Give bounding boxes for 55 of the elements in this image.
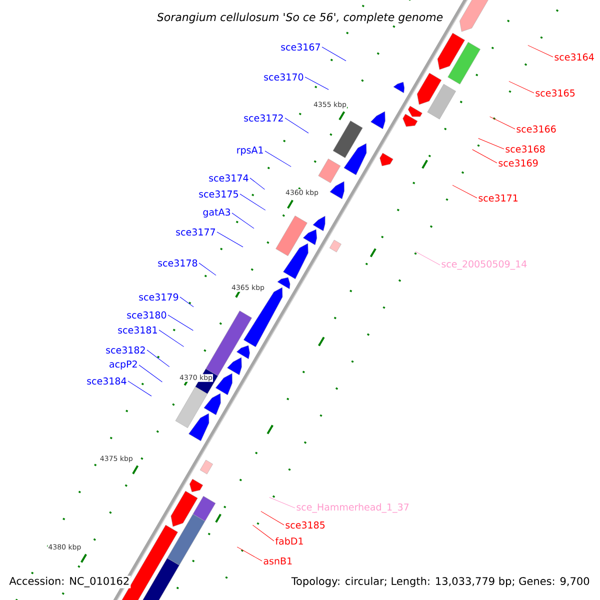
gene-label: sce3179	[139, 293, 178, 301]
leader-line	[508, 81, 534, 94]
gene-label: sce3184	[87, 377, 126, 385]
gene-label: sce3167	[281, 43, 320, 51]
gene-label: sce3185	[286, 521, 325, 529]
gene-label: sce3166	[516, 125, 556, 133]
leader-line	[478, 138, 504, 150]
leader-line	[138, 364, 162, 382]
gene-label: sce3164	[554, 53, 594, 61]
summary-label: Topology: circular; Length: 13,033,779 bp; Genes: 9,700	[290, 576, 591, 588]
leader-line	[216, 232, 244, 248]
leader-line	[452, 184, 478, 198]
leader-line	[236, 546, 262, 562]
leader-line	[415, 251, 440, 266]
leader-line	[146, 350, 170, 368]
gene-label: sce3177	[176, 228, 215, 236]
gene-label: sce3165	[536, 89, 575, 97]
leader-line	[304, 76, 329, 90]
leader-line	[158, 330, 184, 347]
leader-line	[180, 296, 194, 308]
gene-label: sce3174	[209, 174, 248, 182]
gene-label: sce3175	[199, 190, 238, 198]
gene-label: sce3168	[506, 145, 545, 153]
leader-line	[269, 497, 296, 508]
leader-line	[260, 511, 284, 526]
leader-line	[128, 380, 152, 396]
gene-label: rpsA1	[237, 146, 263, 156]
gene-label: sce3178	[158, 259, 198, 267]
gene-label: sce3171	[478, 194, 518, 202]
leader-line	[240, 194, 266, 210]
gene-label: acpP2	[110, 360, 137, 370]
gene-label: asnB1	[264, 557, 292, 565]
leader-line	[264, 150, 292, 167]
gene-label: sce3170	[264, 73, 304, 81]
leader-line	[198, 262, 216, 276]
gene-label: sce3182	[106, 346, 145, 354]
gene-label: sce3169	[498, 159, 538, 167]
title: Sorangium cellulosum 'So ce 56', complete genome	[156, 12, 444, 24]
leader-line	[528, 45, 554, 58]
leader-line	[250, 178, 265, 190]
leader-line	[252, 524, 274, 542]
leader-line	[472, 149, 498, 164]
leader-line	[168, 314, 194, 331]
gene-label: sce_Hammerhead_1_37	[296, 503, 409, 513]
gene-label: sce_20050509_14	[442, 260, 527, 270]
leader-line	[284, 118, 309, 134]
accession-label: Accession: NC_010162	[8, 576, 131, 588]
leader-line	[490, 116, 516, 130]
leader-line	[232, 212, 254, 229]
gene-label: gatA3	[203, 208, 230, 218]
gene-label: sce3180	[127, 311, 166, 319]
gene-label: fabD1	[275, 537, 303, 545]
gene-label: sce3172	[244, 114, 283, 122]
gene-label: sce3181	[118, 326, 157, 334]
leader-line	[322, 46, 346, 62]
